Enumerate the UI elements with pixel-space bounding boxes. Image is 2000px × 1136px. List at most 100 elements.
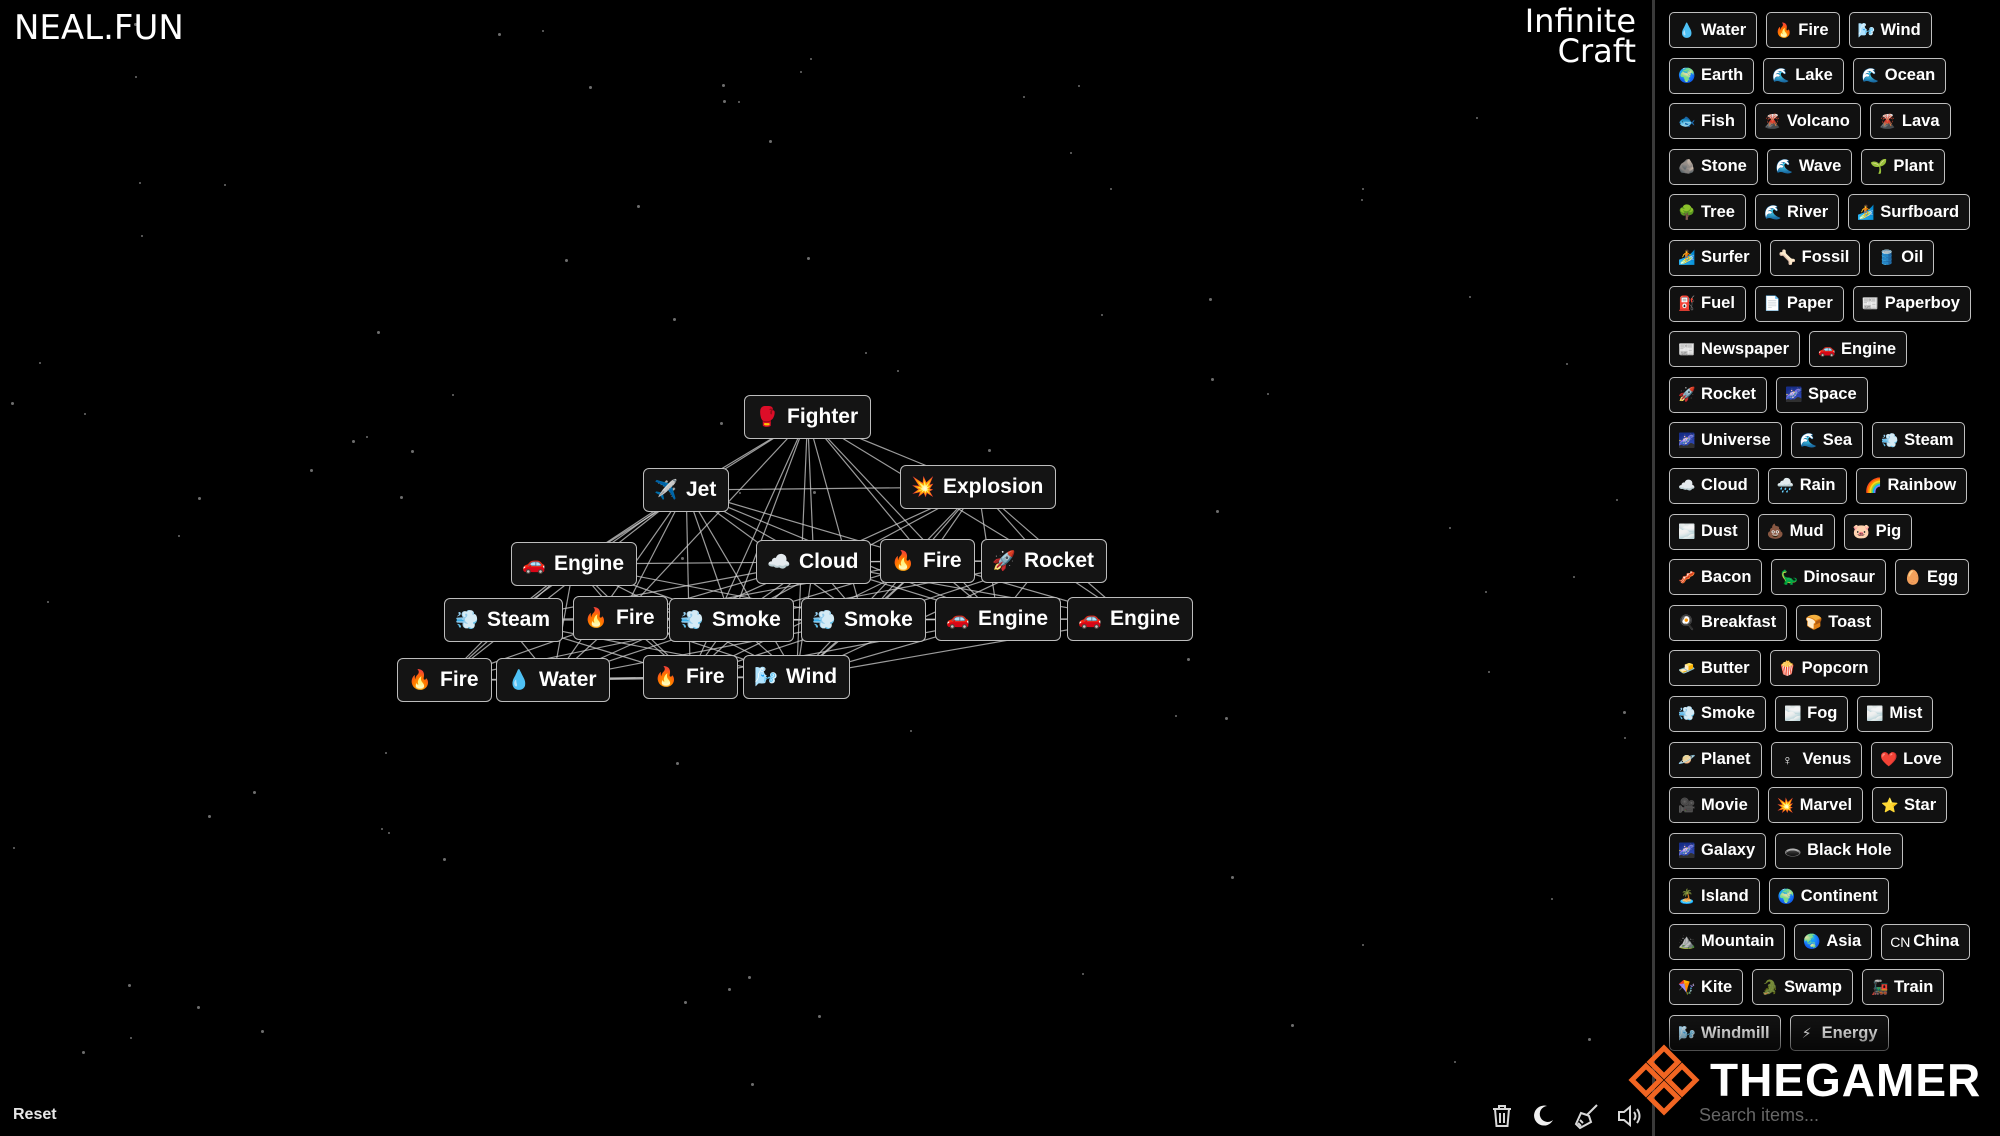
- sidebar-item-water[interactable]: 💧Water: [1669, 12, 1758, 48]
- sidebar-item-swamp[interactable]: 🐊Swamp: [1752, 969, 1853, 1006]
- sidebar-item-plant[interactable]: 🌱Plant: [1861, 148, 1945, 185]
- continent-icon: 🌍: [1777, 887, 1796, 904]
- sidebar-item-tree[interactable]: 🌳Tree: [1669, 194, 1746, 231]
- sidebar-item-star[interactable]: ⭐Star: [1872, 787, 1948, 824]
- sidebar-item-river[interactable]: 🌊River: [1754, 194, 1840, 231]
- element-label: Smoke: [712, 608, 781, 631]
- sidebar-item-continent[interactable]: 🌍Continent: [1768, 878, 1889, 915]
- board-element-fire[interactable]: 🔥 Fire: [573, 596, 668, 640]
- moon-icon[interactable]: [1527, 1100, 1559, 1132]
- sidebar-item-love[interactable]: ❤️Love: [1871, 741, 1953, 778]
- item-row: 🪁Kite🐊Swamp🚂Train: [1669, 969, 1994, 1007]
- surfboard-icon: 🏄: [1857, 203, 1875, 220]
- sidebar-item-space[interactable]: 🌌Space: [1776, 376, 1868, 413]
- sidebar-item-kite[interactable]: 🪁Kite: [1669, 969, 1744, 1006]
- sidebar-item-paperboy[interactable]: 📰Paperboy: [1852, 285, 1971, 322]
- sidebar-item-sea[interactable]: 🌊Sea: [1790, 422, 1864, 459]
- sidebar-item-fire[interactable]: 🔥Fire: [1766, 12, 1840, 48]
- sidebar-item-paper[interactable]: 📄Paper: [1754, 285, 1844, 322]
- sidebar-item-dinosaur[interactable]: 🦕Dinosaur: [1771, 559, 1886, 596]
- sidebar-item-black-hole[interactable]: 🕳️Black Hole: [1775, 832, 1903, 869]
- sidebar-item-toast[interactable]: 🍞Toast: [1796, 604, 1882, 641]
- sidebar-item-mist[interactable]: 🌫️Mist: [1857, 695, 1934, 732]
- items-sidebar[interactable]: 💧Water🔥Fire🌬️Wind🌍Earth🌊Lake🌊Ocean🐟Fish🌋…: [1652, 0, 2000, 1136]
- sidebar-item-rain[interactable]: 🌧️Rain: [1767, 467, 1847, 504]
- sidebar-item-fog[interactable]: 🌫️Fog: [1775, 695, 1849, 732]
- item-row: 🎥Movie💥Marvel⭐Star: [1669, 787, 1994, 825]
- sidebar-item-dust[interactable]: 🌫️Dust: [1669, 513, 1749, 550]
- trash-icon[interactable]: [1486, 1100, 1518, 1132]
- sidebar-item-universe[interactable]: 🌌Universe: [1669, 422, 1782, 459]
- sidebar-item-movie[interactable]: 🎥Movie: [1669, 787, 1759, 824]
- sidebar-item-volcano[interactable]: 🌋Volcano: [1754, 103, 1861, 140]
- board-element-steam[interactable]: 💨 Steam: [444, 598, 564, 642]
- sidebar-item-wind[interactable]: 🌬️Wind: [1848, 12, 1932, 48]
- sidebar-item-bacon[interactable]: 🥓Bacon: [1669, 559, 1763, 596]
- sidebar-item-wave[interactable]: 🌊Wave: [1766, 148, 1853, 185]
- sidebar-item-label: Star: [1904, 795, 1937, 814]
- element-label: Fire: [686, 665, 725, 688]
- search-input[interactable]: [1697, 1100, 1991, 1130]
- crafting-board[interactable]: 🥊 Fighter ✈️ Jet 💥 Explosion 🚗 Engine ☁️…: [0, 0, 1652, 1136]
- sidebar-item-lava[interactable]: 🌋Lava: [1869, 103, 1951, 140]
- board-element-engine[interactable]: 🚗 Engine: [1067, 597, 1194, 641]
- sidebar-item-mud[interactable]: 💩Mud: [1757, 513, 1835, 550]
- star: [1291, 1024, 1294, 1027]
- sidebar-item-engine[interactable]: 🚗Engine: [1809, 331, 1908, 368]
- board-element-water[interactable]: 💧 Water: [496, 658, 610, 702]
- sidebar-item-mountain[interactable]: ⛰️Mountain: [1669, 923, 1786, 960]
- sidebar-item-surfer[interactable]: 🏄Surfer: [1669, 239, 1761, 276]
- neal-fun-logo[interactable]: NEAL.FUN: [14, 8, 184, 48]
- board-element-fire[interactable]: 🔥 Fire: [880, 539, 975, 583]
- sidebar-item-breakfast[interactable]: 🍳Breakfast: [1669, 604, 1788, 641]
- egg-icon: 🥚: [1903, 568, 1922, 585]
- board-element-fire[interactable]: 🔥 Fire: [397, 658, 492, 702]
- board-element-explosion[interactable]: 💥 Explosion: [900, 465, 1057, 509]
- sidebar-item-rocket[interactable]: 🚀Rocket: [1669, 376, 1768, 413]
- sidebar-item-earth[interactable]: 🌍Earth: [1669, 57, 1755, 94]
- sidebar-item-fish[interactable]: 🐟Fish: [1669, 103, 1746, 140]
- board-element-smoke[interactable]: 💨 Smoke: [801, 598, 926, 642]
- sidebar-item-fossil[interactable]: 🦴Fossil: [1769, 239, 1861, 276]
- sidebar-item-planet[interactable]: 🪐Planet: [1669, 741, 1762, 778]
- sidebar-item-surfboard[interactable]: 🏄Surfboard: [1848, 194, 1971, 231]
- sidebar-item-butter[interactable]: 🧈Butter: [1669, 650, 1761, 687]
- sidebar-item-rainbow[interactable]: 🌈Rainbow: [1855, 467, 1968, 504]
- sidebar-item-egg[interactable]: 🥚Egg: [1894, 559, 1970, 596]
- sidebar-item-cloud[interactable]: ☁️Cloud: [1669, 467, 1759, 504]
- board-element-smoke[interactable]: 💨 Smoke: [669, 598, 794, 642]
- sidebar-item-steam[interactable]: 💨Steam: [1872, 422, 1965, 459]
- board-element-rocket[interactable]: 🚀 Rocket: [981, 539, 1108, 583]
- sidebar-item-stone[interactable]: 🪨Stone: [1669, 148, 1758, 185]
- sidebar-item-island[interactable]: 🏝️Island: [1669, 878, 1760, 915]
- board-element-jet[interactable]: ✈️ Jet: [643, 468, 730, 512]
- sidebar-item-asia[interactable]: 🌏Asia: [1794, 923, 1873, 960]
- sidebar-item-marvel[interactable]: 💥Marvel: [1767, 787, 1864, 824]
- board-element-fire[interactable]: 🔥 Fire: [643, 655, 738, 699]
- speaker-icon[interactable]: [1614, 1100, 1646, 1132]
- sidebar-item-venus[interactable]: ♀Venus: [1770, 741, 1863, 778]
- sidebar-item-smoke[interactable]: 💨Smoke: [1669, 695, 1767, 732]
- item-row: 🌌Galaxy🕳️Black Hole: [1669, 832, 1994, 871]
- sidebar-item-fuel[interactable]: ⛽Fuel: [1669, 285, 1746, 322]
- board-element-engine[interactable]: 🚗 Engine: [511, 542, 638, 586]
- sidebar-item-ocean[interactable]: 🌊Ocean: [1852, 57, 1947, 94]
- element-label: Fire: [923, 549, 962, 572]
- sidebar-item-train[interactable]: 🚂Train: [1861, 969, 1945, 1006]
- sidebar-item-oil[interactable]: 🛢️Oil: [1869, 239, 1935, 276]
- sidebar-item-lake[interactable]: 🌊Lake: [1763, 57, 1844, 94]
- star: [400, 496, 403, 499]
- board-element-fighter[interactable]: 🥊 Fighter: [744, 395, 872, 439]
- board-element-engine[interactable]: 🚗 Engine: [935, 597, 1062, 641]
- sidebar-item-pig[interactable]: 🐷Pig: [1843, 513, 1913, 550]
- board-element-cloud[interactable]: ☁️ Cloud: [756, 540, 872, 584]
- sidebar-item-galaxy[interactable]: 🌌Galaxy: [1669, 832, 1767, 869]
- star: [11, 402, 14, 405]
- broom-icon[interactable]: [1571, 1100, 1603, 1132]
- star: [84, 413, 86, 415]
- sidebar-item-newspaper[interactable]: 📰Newspaper: [1669, 331, 1801, 368]
- sidebar-item-popcorn[interactable]: 🍿Popcorn: [1769, 650, 1880, 687]
- reset-button[interactable]: Reset: [13, 1106, 57, 1123]
- board-element-wind[interactable]: 🌬️ Wind: [743, 655, 851, 699]
